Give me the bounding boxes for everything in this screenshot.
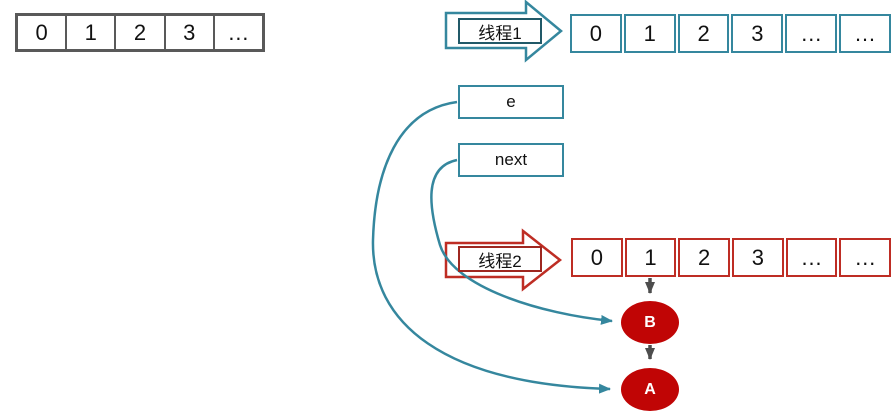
array-cell: 2: [678, 238, 731, 277]
array-cell: 2: [114, 16, 163, 49]
e-pointer-box: e: [458, 85, 564, 119]
array-cell: 1: [65, 16, 114, 49]
next-pointer-box: next: [458, 143, 564, 177]
array-cell: …: [839, 14, 891, 53]
array-cell: …: [785, 238, 838, 277]
next-to-b-arrow: [430, 158, 613, 325]
node-b: B: [621, 301, 679, 344]
thread2-label: 线程2: [458, 246, 542, 272]
node-a: A: [621, 368, 679, 411]
array-cell: …: [212, 16, 262, 49]
e-to-a-arrow: [371, 100, 611, 394]
array-cell: 0: [571, 238, 623, 277]
array-cell: …: [839, 238, 892, 277]
array-cell: 3: [163, 16, 213, 49]
array-cell: 3: [732, 238, 784, 277]
array-cell: 2: [677, 14, 730, 53]
thread2-array: 0 1 2 3 … …: [571, 238, 892, 277]
array-cell: 1: [623, 14, 676, 53]
array-cell: …: [785, 14, 838, 53]
array-cell: 1: [624, 238, 677, 277]
array-cell: 3: [731, 14, 784, 53]
array-cell: 0: [570, 14, 622, 53]
array-cell: 0: [35, 19, 48, 45]
left-array: 0 1 2 3 …: [15, 13, 265, 52]
thread1-label: 线程1: [458, 18, 542, 44]
thread1-array: 0 1 2 3 … …: [570, 14, 891, 53]
